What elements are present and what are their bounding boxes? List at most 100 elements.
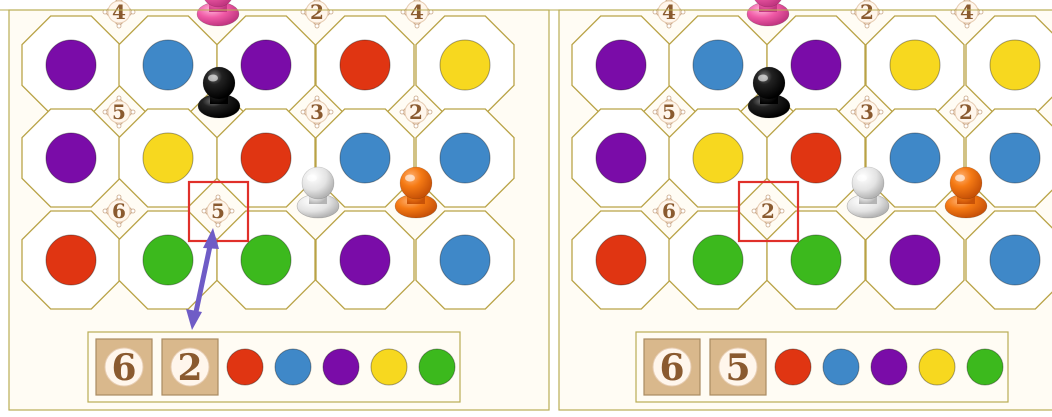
badge-corner-dot <box>667 24 671 28</box>
green-disc <box>143 235 193 285</box>
board-tile[interactable] <box>119 109 217 207</box>
badge-corner-dot <box>329 10 333 14</box>
tray-green-disc[interactable] <box>967 349 1003 385</box>
badge-corner-dot <box>415 24 419 28</box>
green-disc <box>241 235 291 285</box>
tray-red-disc[interactable] <box>227 349 263 385</box>
pawn-highlight <box>758 75 768 82</box>
tray-card[interactable]: 6 <box>96 339 152 395</box>
badge-corner-dot <box>752 209 756 213</box>
board-tile[interactable] <box>572 16 670 114</box>
tray-yellow-disc[interactable] <box>371 349 407 385</box>
badge-corner-dot <box>117 124 121 128</box>
board-tile[interactable] <box>767 211 865 309</box>
badge-corner-dot <box>103 110 107 114</box>
board-tile[interactable] <box>416 109 514 207</box>
badge-corner-dot <box>879 110 883 114</box>
red-disc <box>596 235 646 285</box>
purple-disc <box>340 235 390 285</box>
tray-yellow-disc[interactable] <box>919 349 955 385</box>
board-tile[interactable] <box>767 109 865 207</box>
pawn-highlight <box>955 175 965 182</box>
board-tile[interactable] <box>669 109 767 207</box>
badge-corner-dot <box>653 10 657 14</box>
pawn-highlight <box>405 175 415 182</box>
badge-corner-dot <box>301 10 305 14</box>
board-tile[interactable] <box>217 211 315 309</box>
yellow-disc <box>990 40 1040 90</box>
pawn-head <box>400 167 432 199</box>
blue-disc <box>440 133 490 183</box>
pink-pawn[interactable] <box>747 0 789 26</box>
board-tile[interactable] <box>316 211 414 309</box>
tray-green-disc[interactable] <box>419 349 455 385</box>
badge-number: 2 <box>310 0 324 24</box>
badge-number: 4 <box>410 0 424 24</box>
board-tile[interactable] <box>22 16 120 114</box>
yellow-disc <box>693 133 743 183</box>
tray-card[interactable]: 2 <box>162 339 218 395</box>
purple-disc <box>791 40 841 90</box>
tray-blue-disc[interactable] <box>275 349 311 385</box>
pawn-highlight <box>208 75 218 82</box>
blue-disc <box>990 235 1040 285</box>
board-tile[interactable] <box>572 211 670 309</box>
badge-number: 6 <box>662 199 676 223</box>
red-disc <box>46 235 96 285</box>
badge-corner-dot <box>879 10 883 14</box>
pawn-head <box>302 167 334 199</box>
blue-disc <box>340 133 390 183</box>
badge-number: 5 <box>112 100 126 124</box>
board-tile[interactable] <box>669 211 767 309</box>
yellow-disc <box>890 40 940 90</box>
pawn-head <box>203 67 235 99</box>
purple-disc <box>46 133 96 183</box>
purple-disc <box>890 235 940 285</box>
pink-pawn[interactable] <box>197 0 239 26</box>
badge-corner-dot <box>979 10 983 14</box>
yellow-disc <box>143 133 193 183</box>
badge-corner-dot <box>103 10 107 14</box>
badge-corner-dot <box>766 223 770 227</box>
red-disc <box>241 133 291 183</box>
badge-number: 3 <box>860 100 874 124</box>
blue-disc <box>440 235 490 285</box>
blue-disc <box>143 40 193 90</box>
badge-corner-dot <box>315 124 319 128</box>
board-tile[interactable] <box>217 109 315 207</box>
badge-corner-dot <box>951 10 955 14</box>
tray-blue-disc[interactable] <box>823 349 859 385</box>
board-tile[interactable] <box>572 109 670 207</box>
tray-purple-disc[interactable] <box>323 349 359 385</box>
badge-corner-dot <box>315 24 319 28</box>
tray-purple-disc[interactable] <box>871 349 907 385</box>
board-tile[interactable] <box>316 16 414 114</box>
badge-number: 4 <box>662 0 676 24</box>
badge-corner-dot <box>131 110 135 114</box>
board-tile[interactable] <box>22 109 120 207</box>
board-tile[interactable] <box>22 211 120 309</box>
badge-corner-dot <box>965 24 969 28</box>
blue-disc <box>990 133 1040 183</box>
badge-number: 4 <box>112 0 126 24</box>
purple-disc <box>241 40 291 90</box>
green-disc <box>791 235 841 285</box>
board-tile[interactable] <box>416 16 514 114</box>
tray-card[interactable]: 5 <box>710 339 766 395</box>
tray-card[interactable]: 6 <box>644 339 700 395</box>
badge-corner-dot <box>964 124 968 128</box>
badge-corner-dot <box>681 10 685 14</box>
badge-corner-dot <box>103 209 107 213</box>
tray-red-disc[interactable] <box>775 349 811 385</box>
badge-number: 5 <box>662 100 676 124</box>
board-tile[interactable] <box>866 16 964 114</box>
badge-corner-dot <box>681 209 685 213</box>
board-tile[interactable] <box>866 211 964 309</box>
badge-number: 5 <box>211 199 225 223</box>
pawn-head <box>950 167 982 199</box>
board-tile[interactable] <box>416 211 514 309</box>
board-right: 4245326265 <box>559 0 1052 410</box>
badge-corner-dot <box>978 110 982 114</box>
tray-card-number: 2 <box>177 347 202 389</box>
